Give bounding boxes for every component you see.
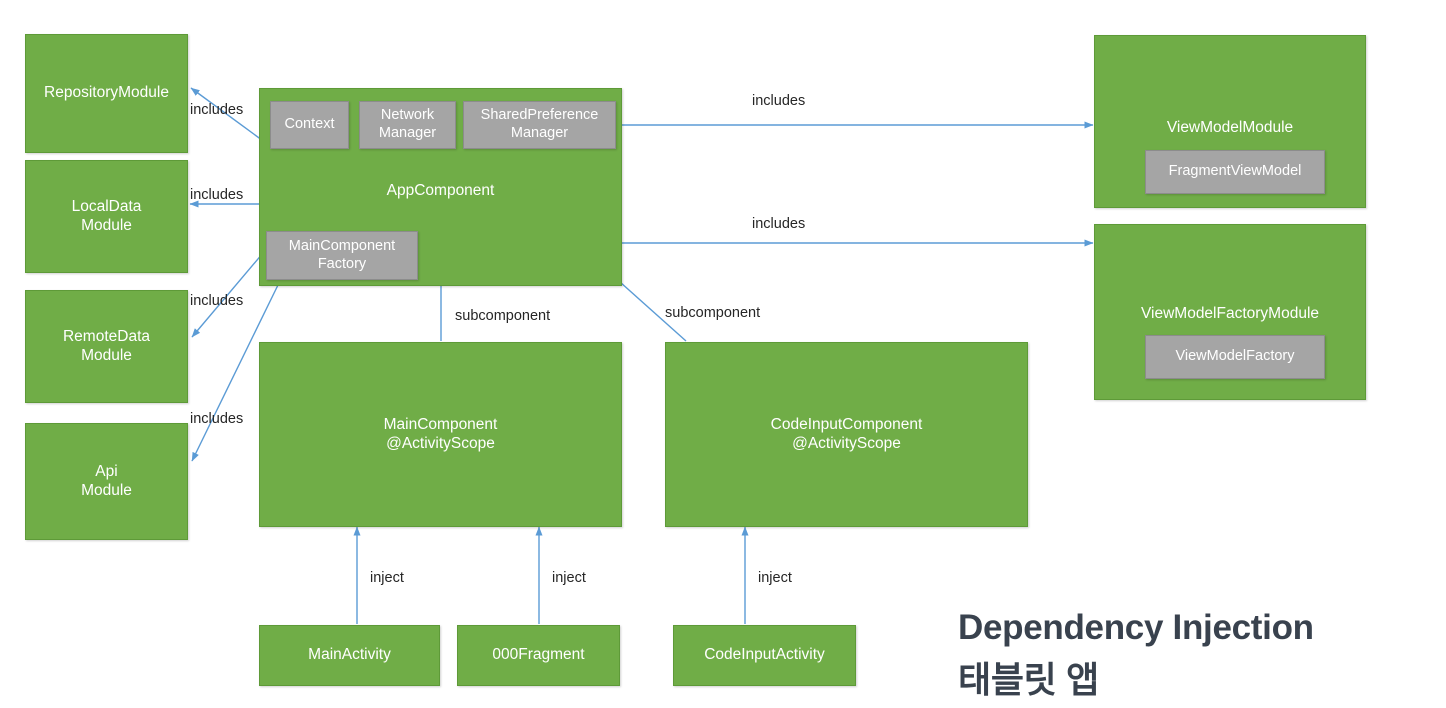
node-label: ViewModelFactory [1175, 348, 1295, 365]
node-label: AppComponent [386, 182, 495, 199]
node-label: RemoteData Module [62, 327, 150, 364]
node-label: ViewModelModule [1166, 119, 1294, 136]
node-main-component[interactable]: MainComponent @ActivityScope [259, 342, 622, 527]
node-context[interactable]: Context [270, 101, 349, 149]
node-main-activity[interactable]: MainActivity [259, 625, 440, 686]
node-label: FragmentViewModel [1168, 163, 1302, 180]
node-repository-module[interactable]: RepositoryModule [25, 34, 188, 153]
edge-label-includes-api: includes [190, 411, 244, 427]
node-label: CodeInputComponent @ActivityScope [770, 415, 923, 452]
node-remotedata-module[interactable]: RemoteData Module [25, 290, 188, 403]
edge-label-includes-viewmodel: includes [752, 93, 806, 109]
node-api-module[interactable]: Api Module [25, 423, 188, 540]
node-label: MainComponent Factory [288, 237, 396, 272]
node-maincomponent-factory[interactable]: MainComponent Factory [266, 231, 418, 280]
node-fragment-viewmodel[interactable]: FragmentViewModel [1145, 150, 1325, 194]
node-label: MainComponent @ActivityScope [383, 415, 498, 452]
edge-label-inject-main-activity: inject [370, 570, 404, 586]
node-viewmodel-factory[interactable]: ViewModelFactory [1145, 335, 1325, 379]
diagram-title: Dependency Injection 태블릿 앱 [958, 552, 1438, 708]
node-label: Network Manager [378, 107, 437, 141]
edge-label-includes-localdata: includes [190, 187, 244, 203]
title-line-1: Dependency Injection [958, 607, 1314, 647]
node-label: MainActivity [308, 646, 391, 664]
node-label: 000Fragment [492, 646, 585, 664]
node-ooo-fragment[interactable]: 000Fragment [457, 625, 620, 686]
edge-label-includes-repository: includes [190, 102, 244, 118]
edge-label-includes-remotedata: includes [190, 293, 244, 309]
node-label: Api Module [81, 462, 132, 499]
title-line-2: 태블릿 앱 [958, 658, 1099, 700]
node-codeinput-activity[interactable]: CodeInputActivity [673, 625, 856, 686]
node-localdata-module[interactable]: LocalData Module [25, 160, 188, 273]
node-label: LocalData Module [71, 197, 142, 234]
node-label: CodeInputActivity [704, 646, 825, 664]
node-codeinput-component[interactable]: CodeInputComponent @ActivityScope [665, 342, 1028, 527]
edge-label-inject-fragment: inject [552, 570, 586, 586]
node-label: RepositoryModule [44, 84, 169, 102]
edge-label-includes-viewmodelfactory: includes [752, 216, 806, 232]
edge-label-inject-codeinput-activity: inject [758, 570, 792, 586]
node-sharedpreference-manager[interactable]: SharedPreference Manager [463, 101, 616, 149]
node-label: SharedPreference Manager [480, 107, 599, 141]
node-label: Context [284, 116, 335, 133]
node-network-manager[interactable]: Network Manager [359, 101, 456, 149]
node-label: ViewModelFactoryModule [1140, 305, 1320, 322]
edge-label-subcomponent-codeinput: subcomponent [665, 305, 761, 321]
edge-label-subcomponent-main: subcomponent [455, 308, 551, 324]
